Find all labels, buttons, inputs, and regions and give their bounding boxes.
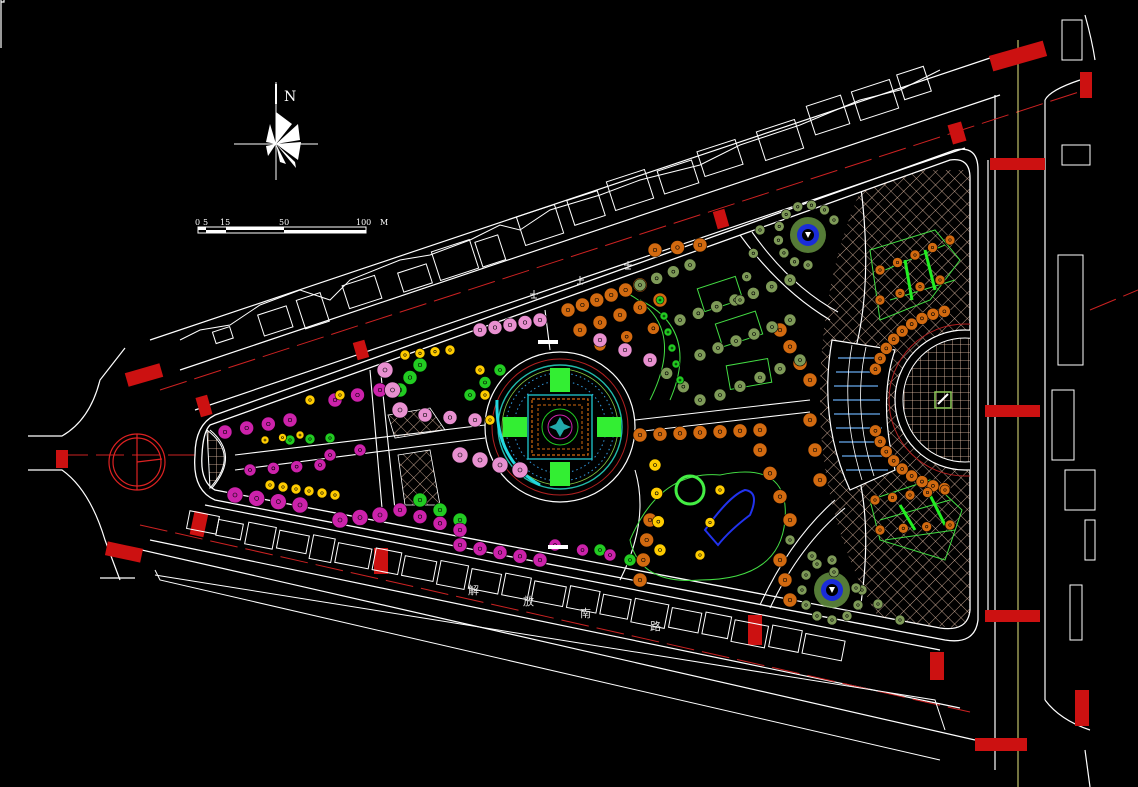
scale-tick-5: 5 [203,218,208,227]
frame-corner [0,0,5,48]
buildings-south [154,510,946,761]
road-char-1: 解 [468,583,479,597]
road-char-3: 南 [580,607,591,620]
crosswalks [56,40,1092,751]
scale-tick-15: 15 [220,218,230,227]
scale-tick-100: 100 [356,218,371,227]
pond [703,488,755,547]
fountain-circle [674,474,706,506]
scale-unit: M [380,218,388,227]
water-features [790,217,850,608]
green-highlights [898,249,947,531]
north-road-label-glyphs [530,261,632,299]
east-plaza [820,170,970,629]
north-label: N [284,89,296,105]
road-centerlines [60,89,1138,713]
buildings-north [179,19,1096,641]
road-outlines [28,14,1096,787]
scale-tick-50: 50 [279,218,289,227]
roundabout [108,433,166,491]
scale-tick-0: 0 [195,218,200,227]
road-char-4: 路 [650,620,661,633]
north-arrow-icon: N [234,82,318,180]
tree-symbols [217,199,956,626]
central-plaza [484,351,636,503]
scale-bar: 0 5 15 50 100 M [195,218,388,234]
south-road-label: 解 放 南 路 [468,583,661,633]
park-boundary [194,148,979,642]
road-char-2: 放 [523,594,534,608]
park-benches [538,340,568,549]
